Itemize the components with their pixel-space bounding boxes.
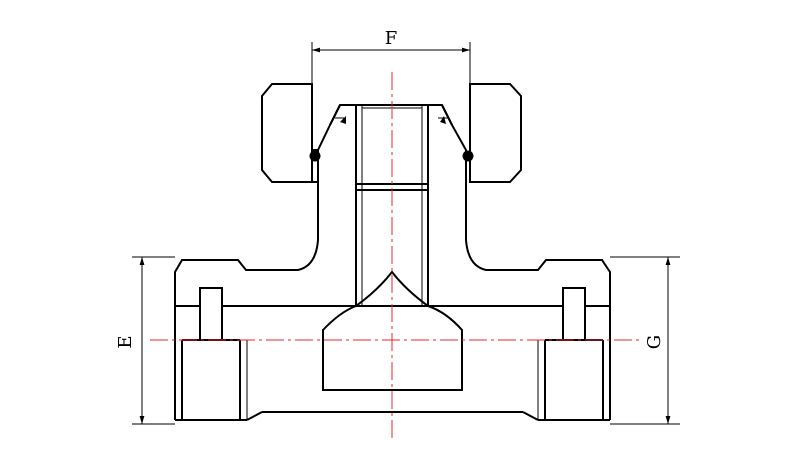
dimension-g-label: G — [644, 335, 665, 349]
body-section-left — [174, 104, 357, 307]
right-nut-section — [469, 83, 522, 183]
o-ring-left — [309, 150, 321, 162]
dimension-e-label: E — [115, 335, 136, 348]
dimension-f-label: F — [385, 28, 398, 49]
cross-passage-cone — [322, 270, 463, 391]
body-section-right — [427, 104, 611, 307]
o-ring-right — [462, 150, 474, 162]
left-nut-section — [261, 83, 319, 183]
